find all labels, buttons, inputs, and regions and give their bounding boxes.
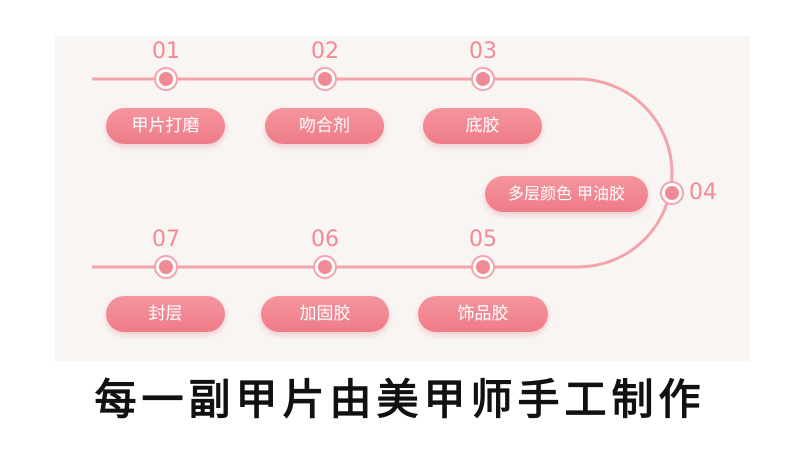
step-label-07: 封层 [106,296,225,332]
step-node-05-icon [471,255,495,279]
step-number-04: 04 [689,180,717,205]
step-label-03: 底胶 [423,108,542,144]
step-label-01: 甲片打磨 [106,108,225,144]
step-label-06: 加固胶 [261,296,389,332]
step-number-05: 05 [469,227,497,252]
step-node-07-icon [154,255,178,279]
step-node-02-icon [313,67,337,91]
track-line [92,77,674,269]
step-node-06-icon [313,255,337,279]
step-node-01-icon [154,67,178,91]
step-number-06: 06 [311,227,339,252]
step-label-02: 吻合剂 [265,108,384,144]
step-number-01: 01 [152,39,180,64]
step-node-04-icon [660,181,684,205]
step-number-02: 02 [311,39,339,64]
step-label-05: 饰品胶 [418,296,548,332]
step-label-04: 多层颜色 甲油胶 [485,176,648,212]
caption: 每一副甲片由美甲师手工制作 [94,375,706,424]
step-number-03: 03 [469,39,497,64]
step-number-07: 07 [152,227,180,252]
step-node-03-icon [471,67,495,91]
